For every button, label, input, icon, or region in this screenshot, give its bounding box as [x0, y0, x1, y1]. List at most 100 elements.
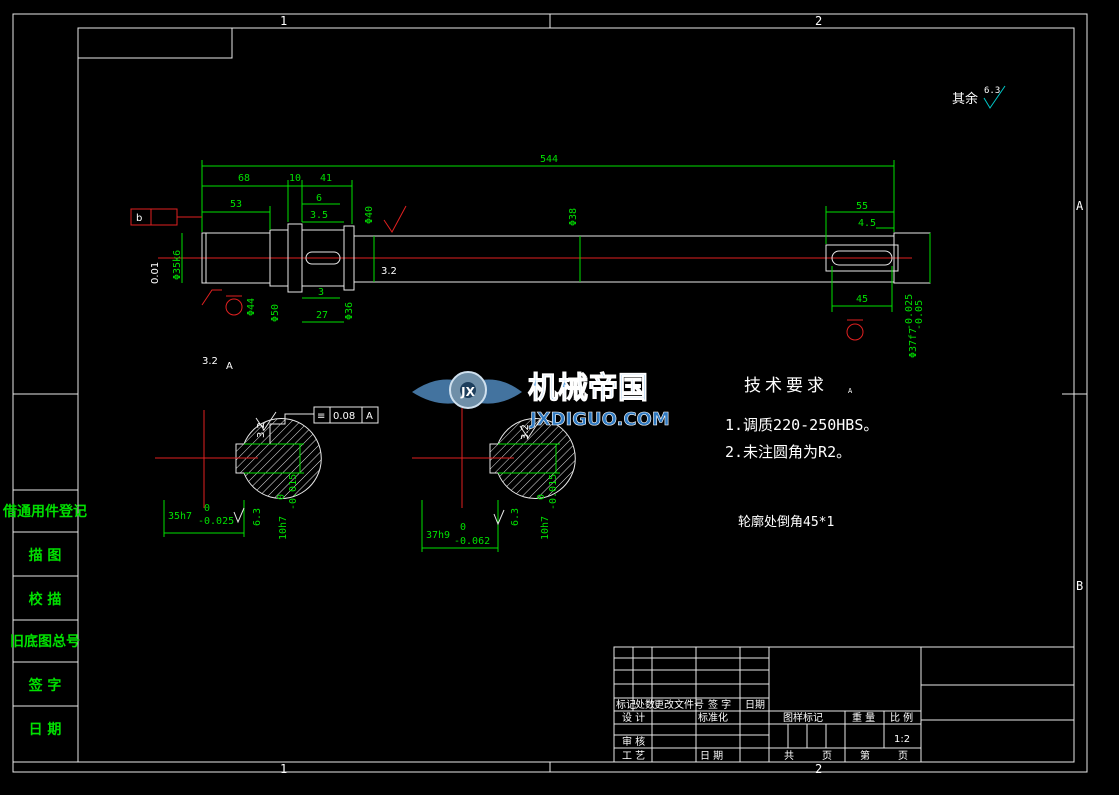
dim-dia-left: Φ35k6: [172, 250, 183, 280]
tb-page-2: 页: [898, 750, 908, 762]
tb-row-label-5: 日期: [745, 699, 765, 711]
right-tol-hi: 0: [460, 522, 466, 533]
dim-dia-50: Φ50: [270, 304, 281, 322]
zone-bottom-2: 2: [815, 762, 822, 776]
tech-req-title: 技术要求: [744, 376, 828, 396]
shaft-rough-3-2: 3.2: [381, 266, 397, 277]
zone-top-2: 2: [815, 14, 822, 28]
roughness-shaft-icon: [383, 205, 407, 233]
tb-stage-mark: 图样标记: [783, 711, 823, 724]
dim-dia-44: Φ44: [246, 298, 257, 316]
roughness-other-value: 6.3: [984, 86, 1000, 96]
stamp-item-6: 日 期: [29, 722, 62, 738]
tb-design: 设 计: [622, 711, 645, 724]
right-key-hi: 0: [536, 494, 547, 500]
left-key: 10h7: [278, 516, 289, 540]
zone-top-1: 1: [280, 14, 287, 28]
zone-bottom-1: 1: [280, 762, 287, 776]
tol-frame-symbol: ≡: [317, 411, 325, 422]
shaft-dimensions: [181, 160, 931, 323]
stamp-item-3: 校 描: [29, 591, 62, 608]
section-right: [412, 408, 576, 552]
tb-row-label-2: 处数: [635, 698, 655, 711]
dim-45: 45: [856, 294, 868, 305]
right-tol-lo: -0.062: [454, 536, 490, 547]
right-key-lo: -0.015: [548, 474, 559, 510]
left-tol-lo: -0.025: [198, 516, 234, 527]
tol-frame-value: 0.08: [333, 411, 355, 422]
tb-review: 审 核: [622, 735, 645, 748]
tb-row-label-3: 更改文件号: [654, 698, 704, 711]
svg-text:JX: JX: [460, 385, 475, 399]
watermark-en: JXDIGUO.COM: [528, 409, 670, 430]
tech-req-item-1: 1.调质220-250HBS。: [725, 416, 878, 434]
code-box: [78, 28, 233, 59]
watermark-logo: JX: [412, 371, 522, 409]
tb-date: 日 期: [700, 750, 723, 762]
tech-req-note: 轮廓处倒角45*1: [738, 514, 834, 530]
tb-process: 工 艺: [622, 750, 645, 762]
tb-weight: 重 量: [852, 711, 875, 724]
right-rough-top: 3.2: [520, 424, 531, 440]
dim-10: 10: [289, 173, 301, 184]
zone-right-a: A: [1076, 199, 1084, 213]
left-rough: 6.3: [252, 508, 263, 526]
stamp-item-5: 签 字: [28, 677, 62, 694]
tb-row-label-4: 签 字: [708, 698, 731, 711]
tb-scale-value: 1:2: [894, 734, 910, 745]
datum-circle-right: [846, 323, 864, 341]
dim-27: 27: [316, 310, 328, 321]
tb-page: 页: [822, 750, 832, 762]
left-dia: 35h7: [168, 511, 192, 522]
dim-tol-r2: -0.05: [914, 300, 925, 330]
dim-53: 53: [230, 199, 242, 210]
dim-dia-40: Φ40: [364, 206, 375, 224]
stamp-item-1: 借通用件登记: [2, 503, 87, 520]
datum-circle-left: [225, 298, 243, 316]
left-key-lo: -0.015: [288, 474, 299, 510]
dim-41: 41: [320, 173, 332, 184]
watermark-cn: 机械帝国: [528, 371, 648, 406]
dim-dia-38: Φ38: [568, 208, 579, 226]
dim-dia-36: Φ36: [344, 302, 355, 320]
dim-3-5: 3.5: [310, 210, 328, 221]
stamp-item-4: 旧底图总号: [10, 633, 80, 650]
roughness-other-label: 其余: [952, 91, 978, 107]
dim-68: 68: [238, 173, 250, 184]
section-left: [155, 406, 379, 537]
dim-total: 544: [540, 154, 558, 165]
dim-6: 6: [316, 193, 322, 204]
left-rough-top: 3.2: [256, 422, 267, 438]
title-block: [613, 646, 1075, 763]
dim-3: 3: [318, 287, 324, 298]
dim-4-5: 4.5: [858, 218, 876, 229]
zone-right-b: B: [1076, 579, 1083, 593]
stamp-item-2: 描 图: [29, 547, 62, 564]
shaft-view: [158, 223, 931, 293]
right-rough: 6.3: [510, 508, 521, 526]
tb-scale-label: 比 例: [890, 711, 913, 724]
tech-req-title-sub: A: [848, 387, 853, 395]
right-dia: 37h9: [426, 530, 450, 541]
right-key: 10h7: [540, 516, 551, 540]
inner-frame: [77, 27, 1075, 763]
left-tol-hi: 0: [204, 503, 210, 514]
rough-note-sub: A: [226, 361, 233, 372]
datum-box-label: b: [136, 213, 142, 224]
tb-row-label-1: 标记: [616, 699, 636, 711]
rough-note: 3.2: [202, 356, 218, 367]
left-key-hi: 0: [276, 494, 287, 500]
dim-dia-right: Φ37f7: [908, 328, 919, 358]
datum-a-icon: [201, 289, 222, 306]
tb-sheet: 第: [860, 749, 870, 762]
left-stamp: 借通用件登记 描 图 校 描 旧底图总号 签 字 日 期: [2, 489, 87, 763]
dim-tol-r1: -0.025: [904, 294, 915, 330]
runout-value: 0.01: [150, 262, 161, 284]
tech-req-item-2: 2.未注圆角为R2。: [725, 443, 851, 461]
tol-frame-datum: A: [366, 411, 373, 422]
roughness-symbol-icon: [983, 85, 1006, 109]
tb-standard: 标准化: [698, 711, 728, 724]
dim-55: 55: [856, 201, 868, 212]
tb-total: 共: [784, 750, 794, 762]
